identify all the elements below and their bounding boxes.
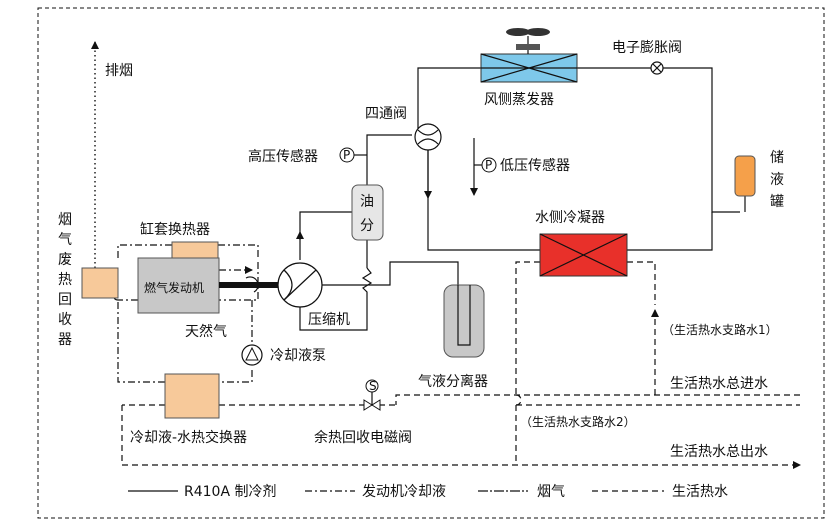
label-gas-liquid-separator: 气液分离器: [418, 373, 488, 390]
label-valve-symbol: S: [369, 379, 377, 393]
label-main-in: 生活热水总进水: [670, 376, 768, 392]
label-branch1: （生活热水支路水1）: [662, 322, 778, 337]
svg-text:热: 热: [58, 272, 72, 288]
solenoid-valve-icon: [363, 379, 381, 411]
label-high-pressure-sensor: 高压传感器: [248, 148, 318, 165]
label-low-p-symbol: P: [485, 158, 492, 172]
label-oil-separator-2: 分: [360, 218, 374, 234]
label-expansion-valve: 电子膨胀阀: [612, 39, 682, 56]
label-coolant-water-hx: 冷却液-水热交换器: [130, 429, 247, 446]
label-cylinder-hx: 缸套换热器: [140, 221, 210, 238]
label-gas-engine: 燃气发动机: [144, 280, 204, 295]
label-coolant-pump: 冷却液泵: [270, 348, 326, 364]
cylinder-hx-box: [171, 241, 219, 259]
coolant-water-hx-box: [164, 373, 220, 419]
label-receiver-2: 液: [770, 172, 784, 188]
receiver-tank: [734, 155, 756, 197]
label-exhaust: 排烟: [105, 63, 133, 79]
label-receiver-3: 罐: [770, 194, 784, 210]
label-main-out: 生活热水总出水: [670, 444, 768, 460]
label-receiver-1: 储: [770, 150, 784, 166]
label-air-evaporator: 风侧蒸发器: [484, 92, 554, 108]
label-waste-heat-valve: 余热回收电磁阀: [314, 429, 412, 446]
svg-text:烟: 烟: [58, 212, 72, 228]
svg-text:回: 回: [58, 292, 72, 308]
label-low-pressure-sensor: 低压传感器: [500, 157, 570, 174]
label-natural-gas: 天然气: [185, 323, 227, 340]
label-flue-recovery: 烟 气 废 热 回 收 器: [58, 212, 72, 348]
legend: R410A 制冷剂 发动机冷却液 烟气 生活热水: [128, 484, 728, 500]
label-high-p-symbol: P: [343, 148, 350, 162]
label-water-condenser: 水侧冷凝器: [535, 210, 605, 226]
legend-flue: 烟气: [537, 484, 565, 500]
label-branch2: （生活热水支路水2）: [520, 414, 636, 429]
legend-hot-water: 生活热水: [672, 484, 728, 500]
four-way-valve-symbol: [414, 123, 442, 151]
svg-text:废: 废: [58, 252, 72, 268]
hot-water-lines: [121, 261, 801, 469]
flue-gas-recovery-box: [81, 267, 119, 299]
svg-text:收: 收: [58, 312, 72, 328]
high-pressure-sensor-symbol: [339, 147, 355, 163]
oil-separator-box: [351, 184, 384, 241]
low-pressure-sensor-symbol: [481, 157, 497, 173]
label-compressor: 压缩机: [308, 312, 350, 328]
gas-liquid-separator-box: [443, 284, 485, 358]
gas-engine-box: [137, 257, 220, 314]
legend-refrigerant: R410A 制冷剂: [184, 484, 276, 500]
legend-coolant: 发动机冷却液: [362, 484, 446, 500]
label-oil-separator-1: 油: [360, 194, 374, 210]
svg-text:器: 器: [58, 332, 72, 348]
fan-icon: [506, 28, 550, 54]
svg-text:气: 气: [58, 232, 72, 248]
outer-frame: [37, 7, 825, 519]
label-four-way-valve: 四通阀: [365, 106, 407, 122]
